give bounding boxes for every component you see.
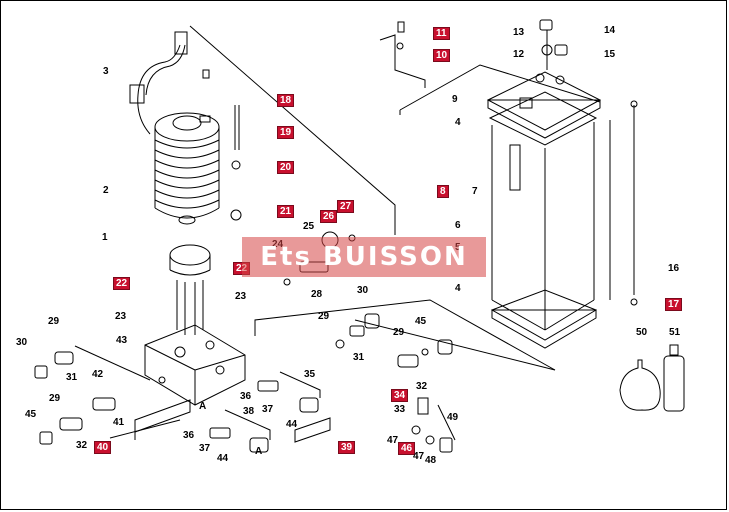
watermark: Ets BUISSON: [242, 237, 486, 277]
cap-fittings: [539, 19, 568, 70]
callout-37: 37: [262, 404, 274, 415]
callout-19: 19: [277, 126, 295, 139]
fasteners: [202, 69, 242, 221]
callout-27: 27: [337, 200, 355, 213]
callout-7: 7: [472, 186, 478, 197]
callout-32: 32: [76, 440, 88, 451]
callout-42: 42: [92, 369, 104, 380]
callout-18: 18: [277, 94, 295, 107]
callout-9: 9: [452, 94, 458, 105]
assembly-lines: [189, 25, 611, 371]
callout-49: 49: [447, 412, 459, 423]
callout-A: A: [199, 401, 207, 412]
callout-45: 45: [25, 409, 37, 420]
callout-4: 4: [455, 117, 461, 128]
callout-20: 20: [277, 161, 295, 174]
mount-bracket: [134, 399, 191, 440]
callout-4: 4: [455, 283, 461, 294]
core-plate: [169, 244, 211, 335]
callout-44: 44: [217, 453, 229, 464]
valve-block: [144, 324, 246, 406]
callout-31: 31: [353, 352, 365, 363]
callout-38: 38: [243, 406, 255, 417]
callout-45: 45: [415, 316, 427, 327]
callout-13: 13: [513, 27, 525, 38]
callout-2: 2: [103, 185, 109, 196]
callout-22: 22: [113, 277, 131, 290]
callout-23: 23: [235, 291, 247, 302]
callout-30: 30: [16, 337, 28, 348]
callout-11: 11: [433, 27, 450, 40]
callout-29: 29: [48, 316, 60, 327]
dipstick: [630, 100, 638, 306]
fittings-right: [397, 339, 456, 453]
callout-46: 46: [398, 442, 416, 455]
callout-33: 33: [394, 404, 406, 415]
callout-30: 30: [357, 285, 369, 296]
callout-43: 43: [116, 335, 128, 346]
callout-47: 47: [413, 451, 425, 462]
solenoid-coil: [154, 112, 220, 225]
callout-44: 44: [286, 419, 298, 430]
callout-34: 34: [391, 389, 409, 402]
callout-37: 37: [199, 443, 211, 454]
callout-29: 29: [318, 311, 330, 322]
callout-10: 10: [433, 49, 451, 62]
callout-36: 36: [183, 430, 195, 441]
callout-3: 3: [103, 66, 109, 77]
callout-36: 36: [240, 391, 252, 402]
callout-39: 39: [338, 441, 356, 454]
callout-21: 21: [277, 205, 295, 218]
callout-1: 1: [102, 232, 108, 243]
callout-32: 32: [416, 381, 428, 392]
callout-29: 29: [393, 327, 405, 338]
callout-47: 47: [387, 435, 399, 446]
callout-12: 12: [513, 49, 525, 60]
callout-35: 35: [304, 369, 316, 380]
callout-28: 28: [311, 289, 323, 300]
callout-A: A: [255, 446, 263, 457]
callout-16: 16: [668, 263, 680, 274]
fluid-bottles: [619, 344, 685, 412]
callout-40: 40: [94, 441, 112, 454]
callout-41: 41: [113, 417, 125, 428]
callout-31: 31: [66, 372, 78, 383]
callout-15: 15: [604, 49, 616, 60]
callout-48: 48: [425, 455, 437, 466]
callout-8: 8: [437, 185, 449, 198]
callout-17: 17: [665, 298, 683, 311]
fittings-center: [209, 371, 331, 453]
callout-25: 25: [303, 221, 315, 232]
callout-29: 29: [49, 393, 61, 404]
callout-26: 26: [320, 210, 338, 223]
upper-bracket: [379, 21, 426, 88]
callout-6: 6: [455, 220, 461, 231]
callout-51: 51: [669, 327, 681, 338]
callout-14: 14: [604, 25, 616, 36]
fittings-left: [34, 345, 181, 445]
wire-harness: [129, 31, 188, 135]
callout-50: 50: [636, 327, 648, 338]
hydraulic-tank: [486, 71, 602, 349]
callout-23: 23: [115, 311, 127, 322]
